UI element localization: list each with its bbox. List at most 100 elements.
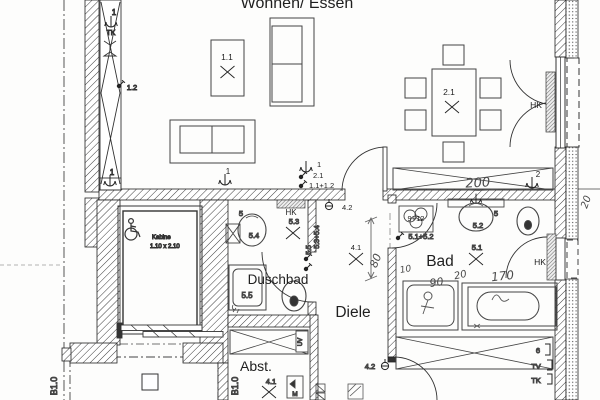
grid-label-right: B1.0 — [230, 377, 240, 396]
dim-10: 10 — [399, 264, 412, 276]
tub-tap-scribble — [491, 294, 510, 302]
circuit-label: 5.1+5.2 — [408, 232, 433, 241]
wall-stub-left — [61, 347, 72, 362]
shower — [228, 264, 267, 314]
chair — [404, 77, 427, 99]
circuit-label: 5.2 — [473, 221, 483, 230]
dim-80: 80 — [367, 252, 384, 270]
room-duschbad: HK 5 5.4 5.3 5.5 5.5 5.3+5.4 Duschbad — [225, 199, 322, 314]
washbasin — [237, 213, 267, 247]
toilet — [516, 206, 540, 236]
radiator — [545, 71, 556, 133]
dim-90: 90 — [429, 275, 445, 290]
room-bad: 9+12 5.1+5.2 5.2 5 Bad 5.1 HK — [347, 193, 579, 400]
washbasin — [458, 202, 494, 232]
sofa-vertical — [269, 17, 315, 107]
circuit-label: 5.4 — [249, 231, 259, 240]
dim-200: 200 — [465, 175, 491, 191]
wall-bad-west-stub — [387, 194, 397, 204]
chair — [479, 109, 502, 131]
outlet-brackets — [545, 343, 553, 385]
room-label: Bad — [426, 253, 454, 270]
tk-outlet-label: TK — [107, 30, 116, 37]
chair — [479, 77, 502, 99]
ceiling-light-x-icon — [261, 385, 277, 399]
threshold-symbol — [315, 383, 326, 400]
room-abst: UV Abst. 4.1 M — [229, 329, 309, 399]
circuit-label: 2.1 — [313, 171, 323, 180]
circuit-label: 1 — [317, 160, 321, 169]
wall-shaft-bottom-left — [69, 342, 118, 364]
phone-outlet-icon — [102, 51, 118, 57]
window-left-frame — [99, 0, 122, 191]
ceiling-light-x-icon — [285, 226, 301, 240]
balcony-door-leaf-dashed — [566, 57, 580, 148]
dim-20-right: 20 — [579, 194, 594, 210]
room-diele: Diele 4.2 4.1 — [315, 198, 371, 400]
socket-icon — [380, 358, 390, 371]
switch-icon — [395, 231, 405, 241]
door-swing-arc — [341, 146, 387, 192]
circuit-label: 4.2 — [342, 203, 352, 212]
elevator-sliding-door — [116, 322, 224, 339]
circuit-label: 1 — [112, 8, 117, 17]
toilet — [281, 280, 307, 312]
circuit-label: 4.1 — [351, 243, 361, 252]
insulation-right-1 — [565, 0, 579, 59]
room-label: Diele — [335, 304, 370, 321]
shower-tray — [402, 280, 459, 331]
wall-duschbad-east-lower — [307, 301, 317, 316]
elevator-cabin-label: Kabine — [152, 235, 171, 241]
wall-wohnen-south-left — [98, 188, 346, 201]
circuit-label: 4.1 — [266, 377, 276, 386]
ceiling-light-x-icon — [348, 252, 364, 266]
switch-icon — [298, 179, 308, 189]
circuit-label: 4.2 — [365, 362, 375, 371]
radiator-label: HK — [534, 257, 546, 267]
grid-label-left: B1.0 — [49, 377, 59, 396]
switch-icon — [303, 262, 313, 272]
circuit-label: 5.5 — [241, 291, 253, 300]
column — [141, 373, 159, 391]
washbasin-tap — [245, 215, 259, 219]
tub-drain — [473, 323, 481, 329]
door-frame-entry — [387, 356, 397, 363]
bathtub — [461, 282, 558, 331]
circuit-label: 9+12 — [408, 214, 425, 223]
chair — [442, 44, 465, 66]
room-title: Wohnen/ Essen — [241, 0, 354, 12]
circuit-label: 1 — [110, 168, 115, 177]
dim-200-underline — [459, 188, 499, 191]
dim-170: 170 — [490, 268, 515, 284]
intercom — [286, 375, 304, 399]
radiator-label: HK — [530, 100, 542, 110]
wall-exterior-right-1 — [554, 0, 567, 58]
radiator — [546, 233, 557, 281]
circuit-label: 1.1 — [221, 52, 233, 62]
switch-icon — [298, 170, 308, 180]
circuit-label: 2.1 — [443, 87, 455, 97]
distribution-label: UV — [298, 338, 304, 346]
elevator-cabin-size: 1.10 x 2.10 — [150, 244, 180, 250]
circuit-label: 1.2 — [127, 83, 137, 92]
distribution-board — [295, 330, 309, 353]
dining-table — [404, 44, 502, 163]
wall-exterior-right-2 — [554, 146, 567, 239]
chair — [404, 109, 427, 131]
circuit-label: 2 — [536, 170, 541, 179]
bath-cabinet — [395, 336, 554, 370]
wall-exterior-left — [84, 0, 100, 193]
circuit-label: 1 — [226, 167, 231, 176]
window-bad-frame — [555, 237, 566, 281]
circuit-label: 5.1 — [472, 243, 482, 252]
door-swing-arc — [505, 236, 548, 279]
balcony-door — [509, 56, 580, 149]
radiator — [276, 199, 306, 209]
wall-duschbad-south — [227, 314, 317, 328]
wall-shaft-bottom-right — [182, 342, 224, 364]
cabinet-1-1 — [210, 39, 245, 97]
circuit-label: 5 — [239, 209, 243, 218]
circuit-label: 5.3 — [289, 217, 299, 226]
